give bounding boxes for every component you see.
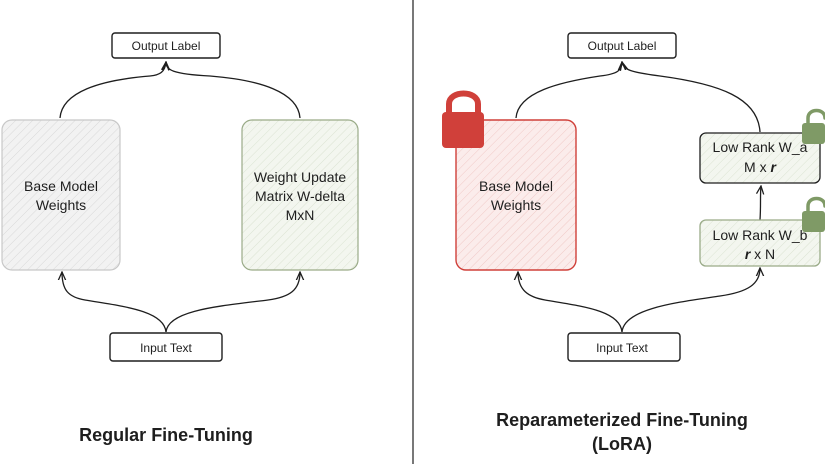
left-weight-update-line-1: Weight Update (254, 169, 347, 185)
left-base-model-line-1: Base Model (24, 178, 98, 194)
left-output-label: Output Label (132, 39, 201, 53)
left-input-node: Input Text (109, 332, 223, 362)
right-edge-base-to-output (515, 62, 622, 119)
right-edge-wb-to-wa (760, 186, 761, 221)
left-base-model-line-2: Weights (36, 197, 86, 213)
right-connectors (515, 62, 761, 333)
right-edge-input-to-base (518, 272, 623, 333)
left-input-label: Input Text (140, 341, 192, 355)
right-output-node: Output Label (567, 32, 677, 59)
low-rank-wb-rank-var: r (745, 246, 752, 262)
low-rank-wb-dim-suffix: x N (750, 246, 775, 262)
left-edge-input-to-base (62, 272, 167, 333)
left-edge-update-to-output (166, 62, 301, 119)
low-rank-wa-line-1: Low Rank W_a (713, 139, 808, 155)
left-edge-base-to-output (59, 62, 166, 119)
low-rank-wa-rank-var: r (771, 159, 778, 175)
left-panel: Output Label Base Model Weights Weight U… (1, 32, 359, 445)
lock-closed-icon (442, 90, 484, 148)
low-rank-wa-node: Low Rank W_a M x r (699, 132, 821, 184)
low-rank-wa-dim-prefix: M x (744, 159, 770, 175)
left-connectors (59, 62, 301, 333)
right-base-model-line-1: Base Model (479, 178, 553, 194)
right-output-label: Output Label (588, 39, 657, 53)
low-rank-wa-line-2: M x r (744, 159, 777, 175)
right-edge-input-to-wb (621, 268, 760, 333)
unlock-icon (802, 108, 825, 144)
left-panel-title: Regular Fine-Tuning (79, 425, 253, 445)
right-panel-title-line-1: Reparameterized Fine-Tuning (496, 410, 748, 430)
right-panel: Output Label Base Model Weights Low Rank… (442, 32, 825, 454)
right-base-model-line-2: Weights (491, 197, 541, 213)
left-weight-update-line-3: MxN (286, 207, 315, 223)
left-edge-input-to-update (165, 272, 300, 333)
low-rank-wb-node: Low Rank W_b r x N (699, 219, 821, 267)
left-base-model-node: Base Model Weights (1, 119, 121, 271)
right-base-model-node: Base Model Weights (455, 119, 577, 271)
left-output-node: Output Label (111, 32, 221, 59)
left-weight-update-line-2: Matrix W-delta (255, 188, 345, 204)
left-weight-update-node: Weight Update Matrix W-delta MxN (241, 119, 359, 271)
unlock-icon (802, 196, 825, 232)
low-rank-wb-line-2: r x N (745, 246, 775, 262)
right-panel-title-line-2: (LoRA) (592, 434, 652, 454)
right-input-node: Input Text (567, 332, 681, 362)
right-edge-wa-to-output (622, 62, 761, 133)
low-rank-wb-line-1: Low Rank W_b (713, 227, 808, 243)
right-input-label: Input Text (596, 341, 648, 355)
